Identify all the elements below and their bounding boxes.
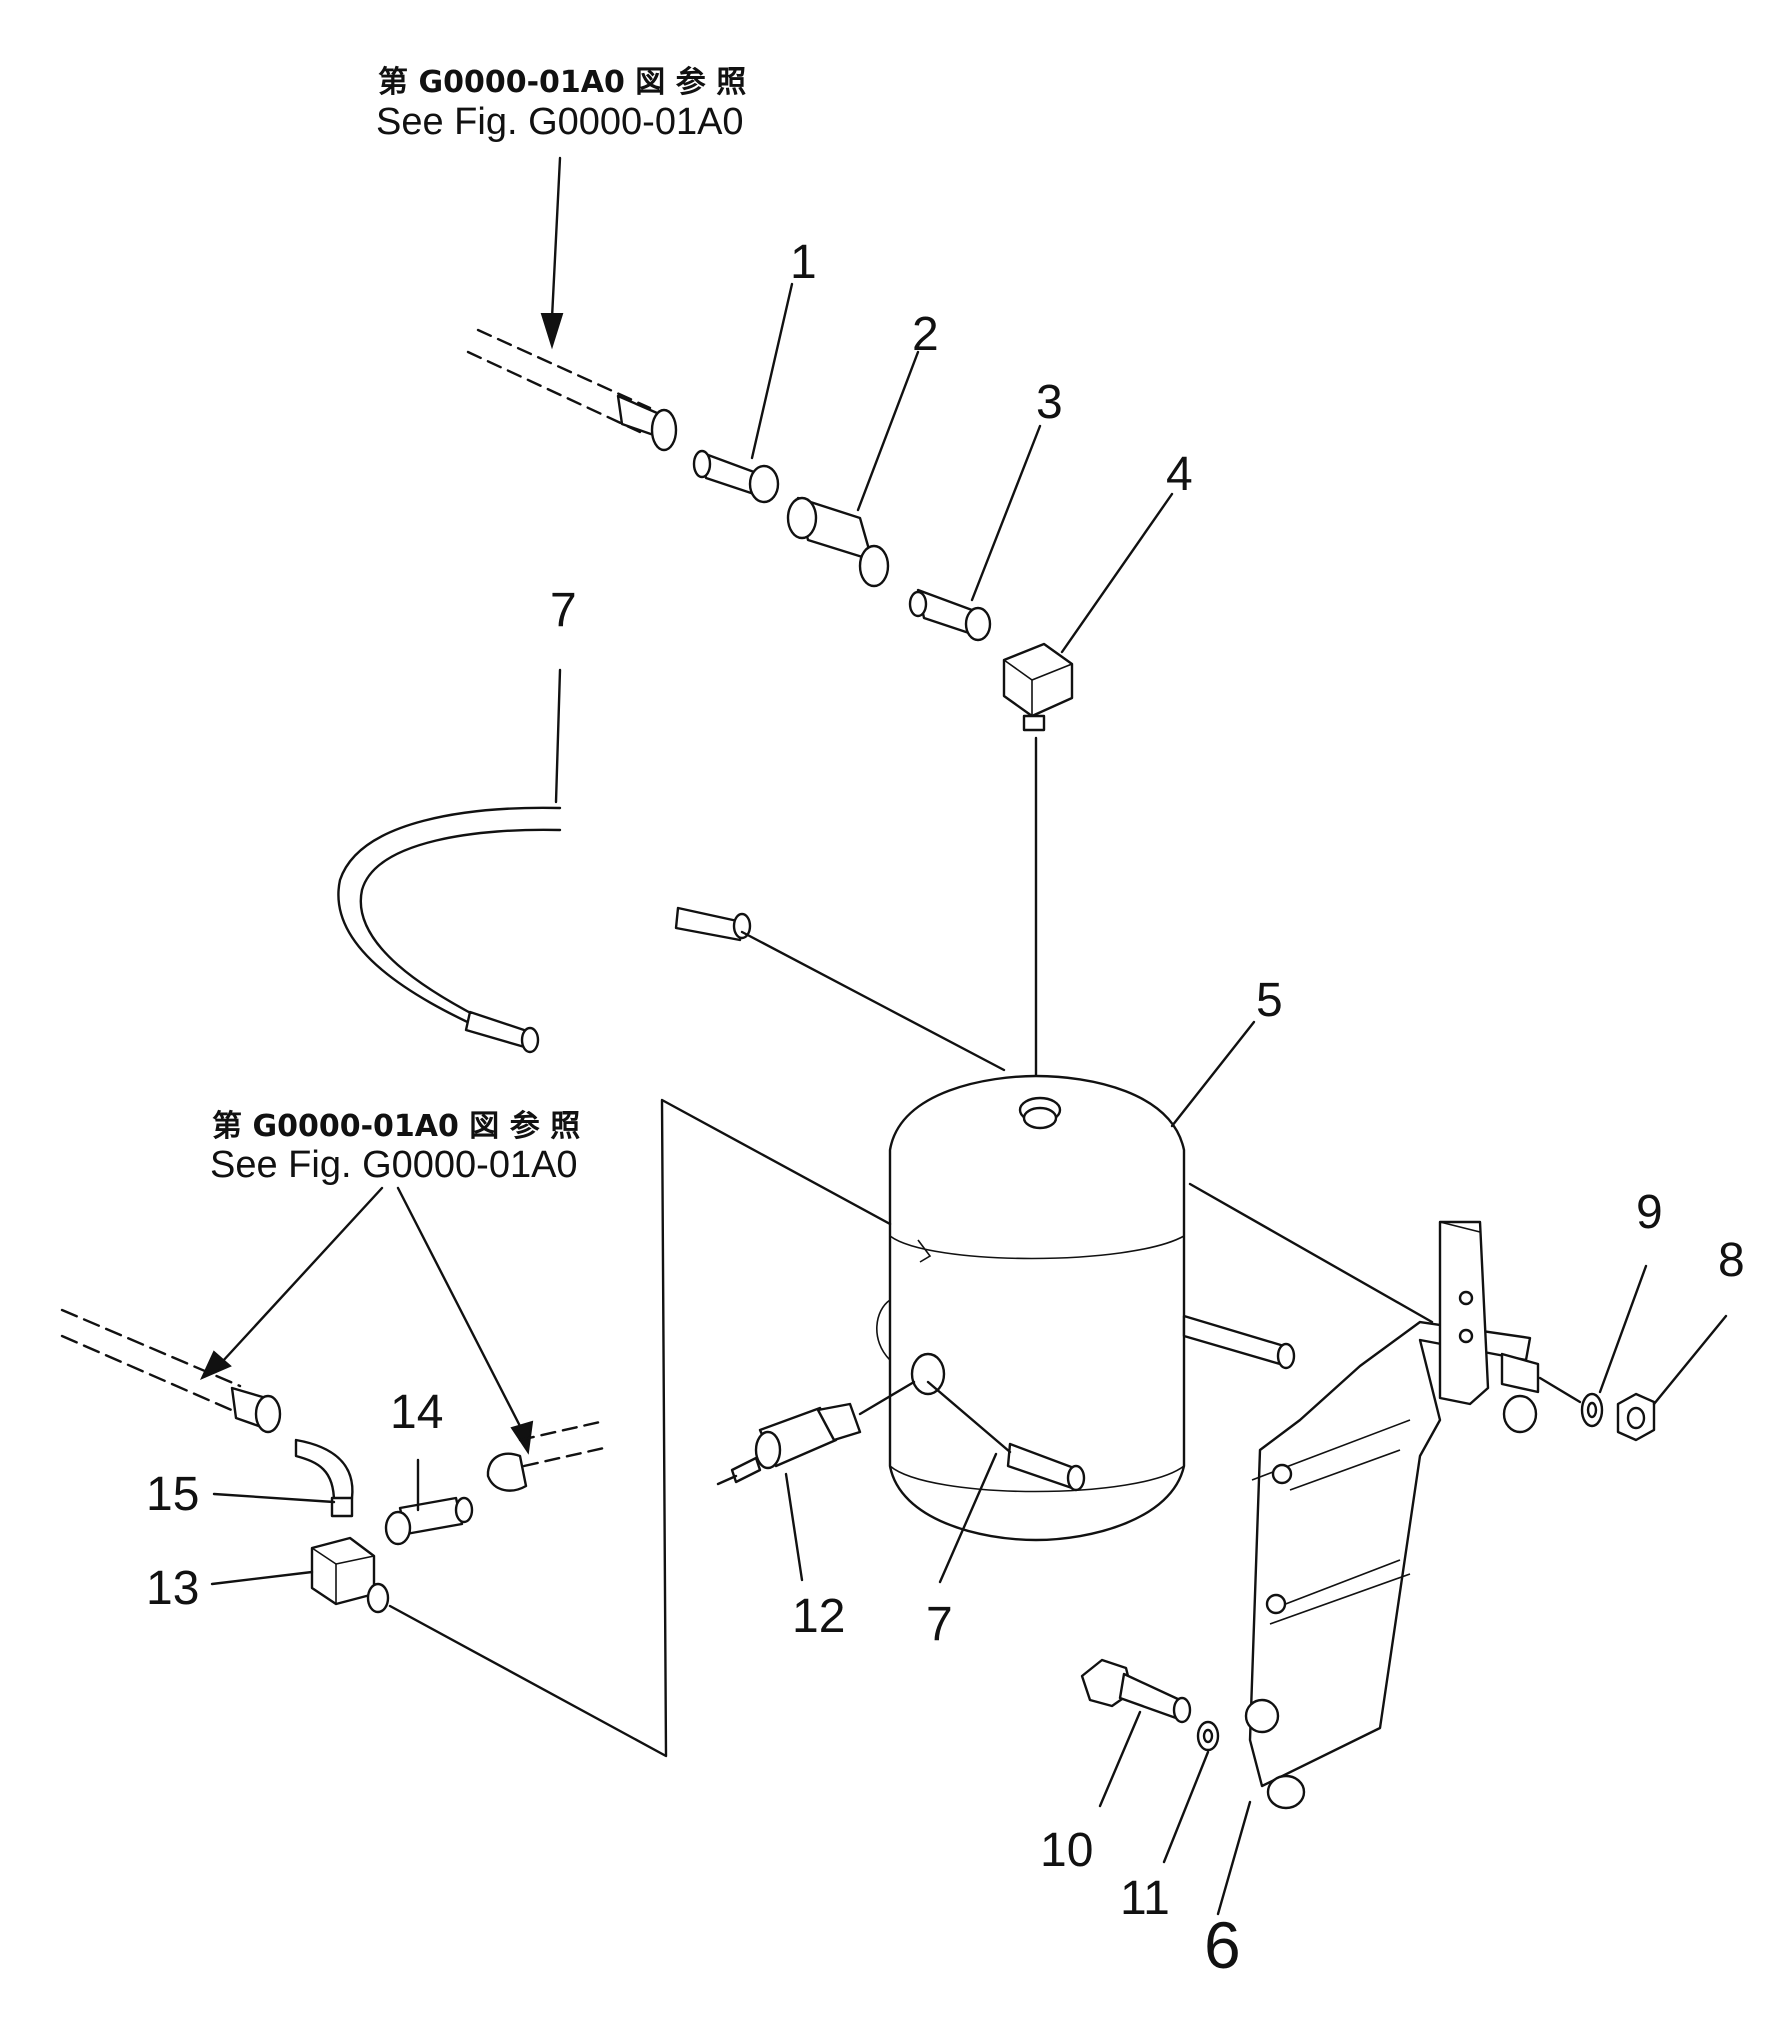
bottom-mid-pipe [486, 1420, 606, 1492]
tank-stud-right [1182, 1314, 1296, 1370]
leader-tank-to-bracket [1188, 1182, 1434, 1324]
part-14-connector [384, 1496, 474, 1546]
callout-2: 2 [912, 308, 939, 361]
reference-ja-bottom: 第 G0000-01A0 図 参 照 [212, 1109, 580, 1144]
callout-15: 15 [146, 1468, 199, 1521]
part-1-connector [692, 449, 780, 504]
reference-en-bottom: See Fig. G0000-01A0 [210, 1144, 578, 1186]
callout-3: 3 [1036, 376, 1063, 429]
part-3-connector [908, 588, 992, 642]
leader-nut-to-bracket [1538, 1376, 1582, 1404]
callout-12: 12 [792, 1590, 845, 1643]
callout-7-bottom: 7 [926, 1598, 953, 1651]
callout-leaders [210, 282, 1728, 1916]
part-5-tank [876, 1074, 1186, 1542]
callout-1: 1 [790, 236, 817, 289]
bottom-left-pipe [60, 1308, 282, 1434]
callout-4: 4 [1166, 448, 1193, 501]
callout-9: 9 [1636, 1186, 1663, 1239]
callout-6: 6 [1204, 1908, 1241, 1982]
top-pipe [466, 328, 678, 452]
part-12-sensor [716, 1402, 862, 1486]
part-15-elbow [294, 1438, 354, 1518]
leader-12-to-tank [858, 1380, 916, 1416]
part-4-elbow [1002, 642, 1074, 732]
pipe-route-line [388, 1098, 892, 1758]
callout-5: 5 [1256, 974, 1283, 1027]
callout-14: 14 [390, 1386, 443, 1439]
part-10-bolt [1080, 1658, 1192, 1724]
callout-10: 10 [1040, 1824, 1093, 1877]
part-8-nut [1616, 1392, 1656, 1442]
part-6-bracket [1244, 1220, 1540, 1810]
part-13-tee [310, 1536, 390, 1614]
part-9-washer [1580, 1392, 1604, 1428]
part-11-washer [1196, 1720, 1220, 1752]
callout-13: 13 [146, 1562, 199, 1615]
callout-8: 8 [1718, 1234, 1745, 1287]
leader-7-top-to-tank [740, 930, 1006, 1072]
callout-7-top: 7 [550, 584, 577, 637]
part-7-stud-bottom [1006, 1442, 1086, 1492]
reference-en-top: See Fig. G0000-01A0 [376, 101, 744, 143]
part-2-valve [786, 496, 890, 588]
callout-11: 11 [1120, 1872, 1170, 1925]
part-7-tube-top [337, 806, 752, 1054]
leader-7-bottom [926, 1380, 1012, 1454]
reference-ja-top: 第 G0000-01A0 図 参 照 [378, 65, 746, 100]
reference-arrow-top [540, 156, 564, 350]
